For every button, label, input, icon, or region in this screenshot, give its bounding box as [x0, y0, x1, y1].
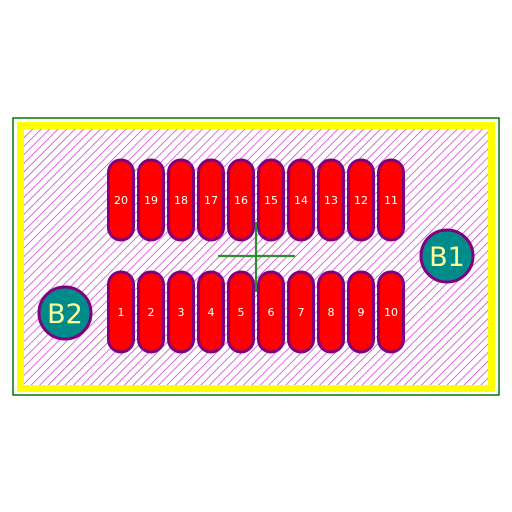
pad-number: 6: [268, 306, 275, 319]
mounting-hole-b1: B1: [419, 228, 475, 284]
pad-number: 13: [324, 194, 338, 207]
mounting-hole-label: B2: [47, 299, 83, 330]
pad-5: 5: [227, 270, 255, 354]
pad-16: 16: [227, 158, 255, 242]
pad-2: 2: [137, 270, 165, 354]
pad-shape: [347, 158, 375, 242]
mounting-hole-label: B1: [429, 242, 465, 273]
pad-10: 10: [377, 270, 405, 354]
pad-shape: [287, 270, 315, 354]
pad-shape: [167, 158, 195, 242]
pad-number: 3: [178, 306, 185, 319]
pad-19: 19: [137, 158, 165, 242]
mounting-hole-b2: B2: [37, 285, 93, 341]
pad-number: 1: [118, 306, 125, 319]
pad-6: 6: [257, 270, 285, 354]
pad-18: 18: [167, 158, 195, 242]
pad-shape: [227, 158, 255, 242]
pad-number: 2: [148, 306, 155, 319]
pad-number: 5: [238, 306, 245, 319]
pad-shape: [107, 270, 135, 354]
pad-shape: [137, 158, 165, 242]
pad-1: 1: [107, 270, 135, 354]
pad-shape: [377, 158, 405, 242]
pad-row-top: 20 19 18 17 16 15 14 13 12 11: [107, 158, 405, 242]
pad-shape: [107, 158, 135, 242]
pad-shape: [227, 270, 255, 354]
pad-15: 15: [257, 158, 285, 242]
pad-shape: [377, 270, 405, 354]
pad-shape: [287, 158, 315, 242]
pad-shape: [167, 270, 195, 354]
pad-shape: [137, 270, 165, 354]
pad-14: 14: [287, 158, 315, 242]
pad-shape: [317, 158, 345, 242]
pad-number: 20: [114, 194, 128, 207]
pad-11: 11: [377, 158, 405, 242]
pad-4: 4: [197, 270, 225, 354]
pad-number: 4: [208, 306, 215, 319]
mounting-hole-icon: [419, 228, 475, 284]
pad-13: 13: [317, 158, 345, 242]
pad-9: 9: [347, 270, 375, 354]
pad-number: 15: [264, 194, 278, 207]
pad-number: 10: [384, 306, 398, 319]
pad-number: 14: [294, 194, 308, 207]
pad-number: 8: [328, 306, 335, 319]
pad-7: 7: [287, 270, 315, 354]
pad-shape: [257, 270, 285, 354]
pad-shape: [257, 158, 285, 242]
pad-3: 3: [167, 270, 195, 354]
pad-shape: [197, 158, 225, 242]
pad-number: 18: [174, 194, 188, 207]
pad-shape: [317, 270, 345, 354]
pad-17: 17: [197, 158, 225, 242]
pad-number: 17: [204, 194, 218, 207]
pad-20: 20: [107, 158, 135, 242]
silkscreen-border: [17, 122, 495, 392]
pad-number: 12: [354, 194, 368, 207]
pad-shape: [197, 270, 225, 354]
pad-number: 19: [144, 194, 158, 207]
pad-row-bottom: 1 2 3 4 5 6 7 8 9 10: [107, 270, 405, 354]
mounting-hole-icon: [37, 285, 93, 341]
board-outline: [12, 117, 500, 396]
pad-number: 16: [234, 194, 248, 207]
crosshair-icon: [218, 222, 295, 292]
pad-8: 8: [317, 270, 345, 354]
pad-shape: [347, 270, 375, 354]
pad-number: 7: [298, 306, 305, 319]
pad-12: 12: [347, 158, 375, 242]
pad-number: 11: [384, 194, 398, 207]
pad-number: 9: [358, 306, 365, 319]
